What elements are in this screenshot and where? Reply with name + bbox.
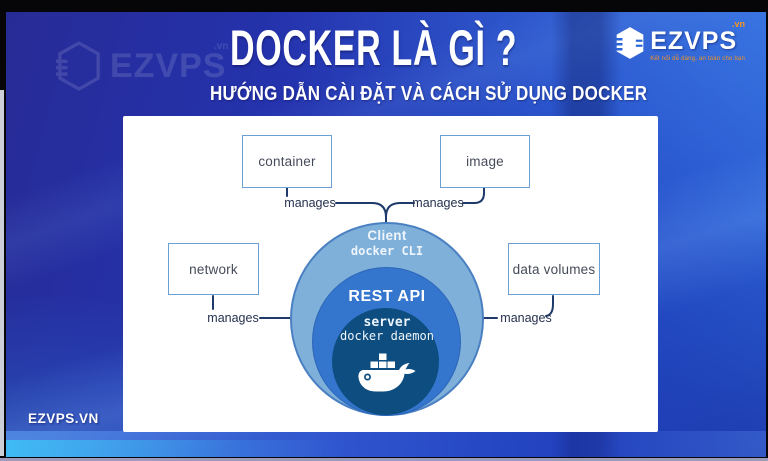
container-box-label: container [258,154,316,169]
brand-tld: .vn [731,19,745,29]
page-title: DOCKER LÀ GÌ ? [230,20,518,76]
page-subtitle: HƯỚNG DẪN CÀI ĐẶT VÀ CÁCH SỬ DỤNG DOCKER [210,83,648,105]
hexagon-cube-icon [56,41,100,91]
network-box-label: network [189,261,238,277]
hexagon-cube-icon [615,26,644,59]
rest-api-label: REST API [348,288,426,305]
image-box: image [440,135,530,188]
bottom-edge-strip [0,458,768,461]
connector-lines [212,187,554,319]
footer-brand-text: EZVPS.VN [28,411,99,426]
manages-label-image: manages [412,196,464,210]
watermark-text: EZVPS [110,46,227,85]
client-label: Client [367,228,407,243]
docker-daemon-label: docker daemon [340,329,434,343]
manages-label-network: manages [207,311,259,325]
brand-name: EZVPS [650,27,738,55]
left-edge-strip [0,90,4,456]
brand-tagline: Kết nối dễ dàng, an toàn cho bạn [650,56,745,62]
watermark-tld: .vn [214,40,229,52]
brand-logo: EZVPS .vn Kết nối dễ dàng, an toàn cho b… [615,19,745,62]
network-box: network [168,243,259,295]
data-volumes-box: data volumes [508,243,600,295]
docker-whale-icon [358,353,416,392]
manages-label-container: manages [284,196,336,210]
docker-architecture-diagram: Client docker CLI REST API server docker… [123,116,658,432]
data-volumes-box-label: data volumes [512,261,596,277]
background-cyan-band [6,440,346,457]
server-label: server [363,315,411,330]
docker-cli-label: docker CLI [350,244,424,258]
manages-label-data-volumes: manages [500,311,552,325]
image-box-label: image [466,154,504,169]
container-box: container [242,135,332,188]
watermark-logo: EZVPS .vn [56,40,229,92]
banner-background: EZVPS .vn DOCKER LÀ GÌ ? HƯỚNG DẪN CÀI Đ… [6,12,766,457]
